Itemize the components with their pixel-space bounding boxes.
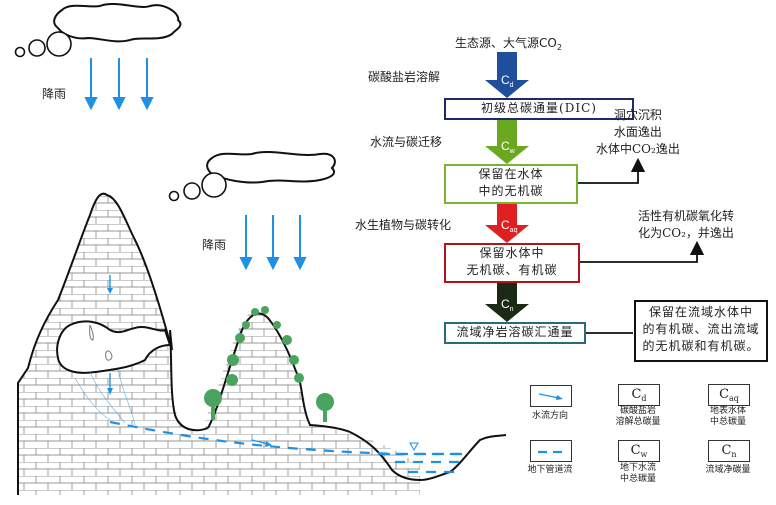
- block-arrow-shape: [485, 52, 529, 98]
- box-inorganic-organic-carbon: 保留水体中无机碳、有机碳: [444, 243, 580, 283]
- legend-conduit-flow: [530, 440, 572, 462]
- flow-arrow-cw: Cw: [485, 118, 529, 164]
- legend-caption-water-flow: 水流方向: [531, 411, 568, 421]
- vegetation: [204, 306, 334, 422]
- process-label-transport: 水流与碳迁移: [370, 135, 443, 149]
- box-inorganic-carbon: 保留在水体中的无机碳: [444, 164, 578, 204]
- percolation-lines: [74, 369, 136, 426]
- legend-cd: Cd: [618, 384, 660, 406]
- note-organic-oxidation: 活性有机碳氧化转化为CO₂，并逸出: [638, 209, 735, 240]
- water-level-icon: [409, 442, 419, 452]
- rain-arrows-1: [84, 58, 154, 111]
- legend-caption-cn: 流域净碳量: [705, 465, 751, 475]
- rain-arrows-2: [239, 215, 307, 271]
- box-primary-dic: 初级总碳通量(DIC): [444, 98, 634, 120]
- block-arrow-shape: [485, 202, 529, 243]
- flow-arrow-cd: Cd: [485, 52, 529, 98]
- source-label: 生态源、大气源CO2: [455, 36, 562, 52]
- cloud-icon-2: [168, 151, 336, 202]
- conduit-flow-line: [109, 420, 468, 456]
- note-retained-carbon: 保留在流域水体中的有机碳、流出流域的无机碳和有机碳。: [634, 300, 768, 362]
- karst-mountain-right: [205, 311, 420, 495]
- legend-water-flow: [530, 385, 572, 407]
- box-net-karst-sink: 流域净岩溶碳汇通量: [444, 322, 586, 344]
- block-arrow-shape: [485, 281, 529, 322]
- flow-arrow-caq: Caq: [485, 202, 529, 243]
- stalactite-icon: [89, 324, 113, 361]
- connector-line-2: [578, 240, 705, 263]
- legend-caption-caq: 地表水体中总碳量: [709, 406, 746, 427]
- legend-caq: Caq: [708, 384, 750, 406]
- block-arrow-shape: [485, 118, 529, 164]
- process-label-transformation: 水生植物与碳转化: [355, 218, 452, 232]
- legend-caption-conduit: 地下管道流: [527, 465, 573, 475]
- cloud-icon-1: [14, 3, 182, 58]
- connector-line-1: [575, 157, 646, 184]
- note-degassing: 洞穴沉积水面逸出水体中CO₂逸出: [596, 108, 680, 156]
- process-label-dissolution: 碳酸盐岩溶解: [368, 70, 441, 84]
- river: [380, 452, 468, 474]
- legend-cn: Cn: [708, 440, 750, 462]
- legend-caption-cw: 地下水流中总碳量: [619, 463, 656, 484]
- rain-label-1: 降雨: [42, 87, 67, 101]
- legend-cw: Cw: [618, 440, 660, 462]
- flow-arrow-cn: Cn: [485, 281, 529, 322]
- rain-label-2: 降雨: [202, 238, 227, 252]
- water-flow-arrow-icon: [538, 393, 563, 400]
- legend-caption-cd: 碳酸盐岩溶解总碳量: [615, 406, 661, 427]
- conduit-flow-dash-icon: [538, 450, 562, 454]
- cave: [56, 320, 172, 374]
- karst-mountain-left: [18, 193, 420, 496]
